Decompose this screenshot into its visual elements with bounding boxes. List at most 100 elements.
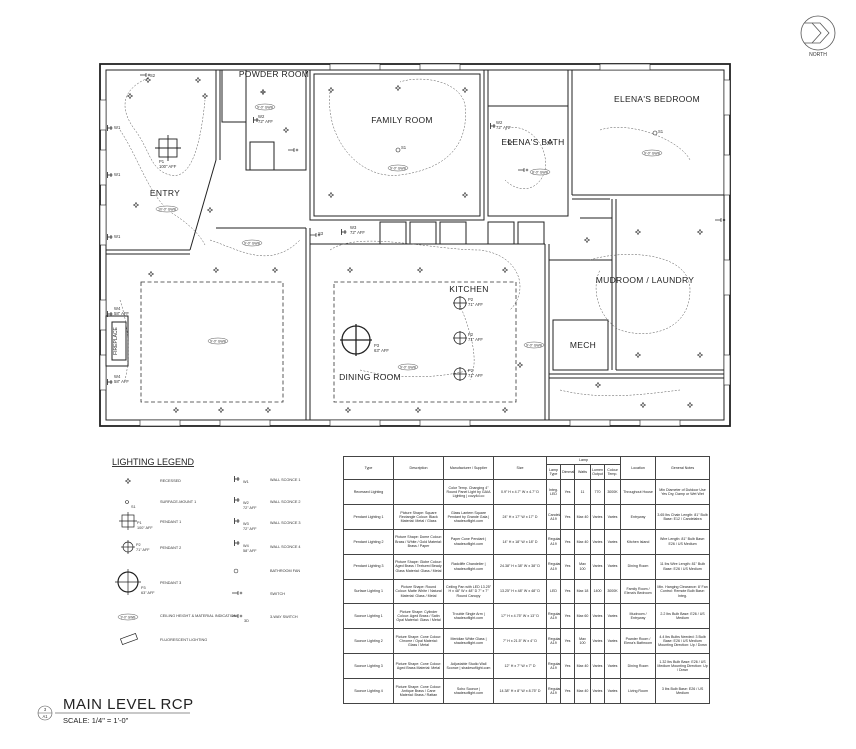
- table-cell: Regular A19: [546, 603, 561, 630]
- svg-text:9'-0" GWB: 9'-0" GWB: [121, 616, 136, 620]
- table-cell: 11: [574, 479, 591, 505]
- table-cell: Regular A19: [546, 553, 561, 580]
- table-cell: 17" H x 4.75" W x 13" D: [493, 603, 547, 630]
- table-cell: Sconce Lighting 2: [343, 628, 394, 655]
- table-cell: 3 lbs Bulb Base: E26 / US Medium: [655, 678, 711, 704]
- table-header: Description: [393, 456, 444, 480]
- table-cell: Min. Hanging Clearance: 8' Fan Control: …: [655, 578, 711, 605]
- table-cell: Yes: [560, 653, 575, 679]
- table-cell: Varies: [590, 678, 605, 704]
- switch-leg-curves: [119, 77, 691, 397]
- pendant-1-icon: [155, 135, 181, 161]
- table-cell: Yes: [560, 578, 575, 605]
- table-cell: Yes: [560, 528, 575, 555]
- table-cell: Varies: [590, 603, 605, 630]
- table-cell: Varies: [603, 528, 622, 555]
- svg-text:9'-0" GWB: 9'-0" GWB: [257, 106, 274, 110]
- table-cell: 770: [590, 479, 605, 505]
- table-cell: Regular A19: [546, 528, 561, 555]
- table-cell: Picture Shape: Round Colour: Matte White…: [393, 578, 444, 605]
- tag-w1-a: W1: [114, 125, 121, 130]
- tag-p3: P3: [374, 343, 380, 348]
- legend-right-labels: WALL SCONCE 1 WALL SCONCE 2 WALL SCONCE …: [270, 478, 301, 619]
- windows: [99, 63, 731, 427]
- table-cell: 14" H x 18" W x 18" D: [493, 528, 547, 555]
- table-cell: Varies: [590, 528, 605, 555]
- svg-text:72" AFF: 72" AFF: [243, 506, 257, 510]
- table-cell: 24.38" H x 38" W x 38" D: [493, 553, 547, 580]
- table-header: Lamp Type: [546, 464, 561, 480]
- tag-w1-b: W1: [114, 172, 121, 177]
- room-label-elenas-bedroom: ELENA'S BEDROOM: [614, 94, 700, 104]
- table-cell: 11 lbs Wire Length: 81" Bulb Base: E26 /…: [655, 553, 711, 580]
- table-cell: Wire Length: 81" Bulb Base: E26 / US Med…: [655, 528, 711, 555]
- svg-text:P3: P3: [141, 586, 146, 590]
- tag-w2-a-aff: 72" AFF: [258, 119, 273, 124]
- table-cell: Picture Shape: Cone Colour: Aged Brass M…: [393, 653, 444, 679]
- svg-text:W4: W4: [243, 544, 249, 548]
- tag-p2-a: P2: [468, 297, 474, 302]
- table-cell: Min Diameter of Dutdoor Use Yes Dry, Dam…: [655, 479, 711, 505]
- north-arrow-icon: [800, 15, 836, 51]
- table-cell: Regular A19: [546, 678, 561, 704]
- sheet-ref: A1: [42, 714, 48, 719]
- north-label: NORTH: [809, 52, 827, 58]
- table-cell: Picture Shape: Cone Colour: Chrome / Opa…: [393, 628, 444, 655]
- table-cell: Varies: [590, 503, 605, 530]
- room-label-mech: MECH: [570, 340, 596, 350]
- room-label-elenas-bath: ELENA'S BATH: [501, 137, 564, 147]
- table-cell: 24" H x 17" W x 17" D: [493, 503, 547, 530]
- tag-s1-a: S1: [401, 145, 407, 150]
- pendant-3-icon: [340, 324, 372, 356]
- table-cell: Ceiling Pan with LED 13.25" H x 48" W x …: [443, 578, 494, 605]
- svg-text:9'-0" GWB: 9'-0" GWB: [644, 152, 661, 156]
- table-cell: Sconce Lighting 1: [343, 603, 394, 630]
- tag-w4-a-aff: 58" AFF: [114, 311, 129, 316]
- legend-left-labels: RECESSED SURFACE-MOUNT 1 PENDANT 1 PENDA…: [160, 479, 237, 642]
- svg-text:71" AFF: 71" AFF: [136, 548, 150, 552]
- legend-title: LIGHTING LEGEND: [112, 457, 195, 467]
- tag-p1-aff: 100" AFF: [159, 164, 177, 169]
- table-cell: Picture Shape: Dome Colour: Brass / Whit…: [393, 528, 444, 555]
- table-cell: Max 40: [574, 503, 591, 530]
- table-cell: 3000K: [603, 479, 622, 505]
- table-header-lamp-group: Lamp: [545, 456, 622, 465]
- table-cell: Living Room: [620, 678, 657, 704]
- fixture-tags: S2 W1 W1 W1 W4 58" AFF W4 58" AFF P1 100…: [114, 73, 664, 384]
- legend-symbols: S1 P1 100" AFF P2 71" AFF P3 63" AFF 9'-…: [115, 477, 155, 646]
- tag-w1-c: W1: [114, 234, 121, 239]
- table-cell: Max 40: [574, 678, 591, 704]
- table-header: Watts: [574, 464, 591, 480]
- title-block: 3 A1 MAIN LEVEL RCP SCALE: 1/4" = 1'-0": [37, 696, 193, 725]
- table-cell: Varies: [603, 628, 622, 655]
- table-header: General Notes: [655, 456, 711, 480]
- svg-text:WALL SCONCE 1: WALL SCONCE 1: [270, 478, 301, 482]
- table-cell: Powder Room / Elena's Bathroom: [620, 628, 657, 655]
- svg-text:9'-0" GWB: 9'-0" GWB: [400, 366, 417, 370]
- table-cell: Family Room / Elena's Bedroom: [620, 578, 657, 605]
- lighting-schedule-table: Type Description Manufacturer / Supplier…: [343, 456, 711, 704]
- table-cell: Varies: [603, 503, 622, 530]
- svg-text:PENDANT 2: PENDANT 2: [160, 546, 181, 550]
- table-cell: Yes: [560, 479, 575, 505]
- ceiling-height-tags: 9'-0" GWB 10'-0" GWB 9'-0" GWB 8'-0" GWB…: [155, 103, 663, 371]
- tag-s3: S3: [318, 231, 324, 236]
- tag-w2-a: W2: [258, 114, 265, 119]
- table-cell: Recessed Lighting: [343, 479, 394, 505]
- room-label-kitchen: KITCHEN: [449, 284, 488, 294]
- svg-text:RECESSED: RECESSED: [160, 479, 181, 483]
- tag-w2-b: W2: [496, 120, 503, 125]
- table-cell: Glass Lantern Square Pendant by Grande G…: [443, 503, 494, 530]
- table-cell: 0.9" H x 4.7" W x 4.7" D: [493, 479, 547, 505]
- table-cell: Varies: [603, 603, 622, 630]
- tag-p2-c-aff: 71" AFF: [468, 373, 483, 378]
- table-cell: Meridian White Glass | shadesoflight.com: [443, 628, 494, 655]
- recessed-lights: [126, 76, 704, 414]
- svg-text:W1: W1: [243, 480, 249, 484]
